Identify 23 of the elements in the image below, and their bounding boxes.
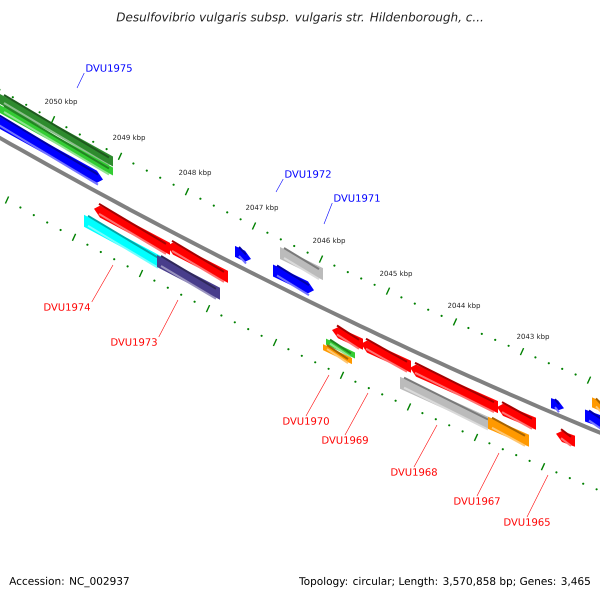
leader-line <box>276 178 284 192</box>
leader-line <box>158 300 178 338</box>
gene-label: DVU1973 <box>111 338 157 346</box>
gene-label: DVU1965 <box>504 518 550 526</box>
gene-label: DVU1972 <box>285 170 331 178</box>
leader-line <box>76 72 85 88</box>
leader-line <box>91 264 114 302</box>
leader-line <box>344 392 368 436</box>
leader-line <box>414 424 438 468</box>
gene-label: DVU1968 <box>391 468 437 476</box>
leader-line <box>526 474 548 518</box>
gene-label: DVU1974 <box>44 303 90 311</box>
leader-line <box>324 202 333 224</box>
footer-text: Topology: circular; Length: 3,570,858 bp; Genes: 3,465 <box>299 576 590 588</box>
gene-label: DVU1970 <box>283 417 329 425</box>
footer-text: Accession: NC_002937 <box>9 576 129 588</box>
gene-label: DVU1969 <box>322 436 368 444</box>
gene-label: DVU1971 <box>334 194 380 202</box>
gene-label: DVU1975 <box>86 64 132 72</box>
leader-line <box>476 452 500 496</box>
gene-label: DVU1967 <box>454 497 500 505</box>
leader-line <box>306 374 330 416</box>
title: Desulfovibrio vulgaris subsp. vulgaris str. Hildenborough, c... <box>116 12 482 24</box>
